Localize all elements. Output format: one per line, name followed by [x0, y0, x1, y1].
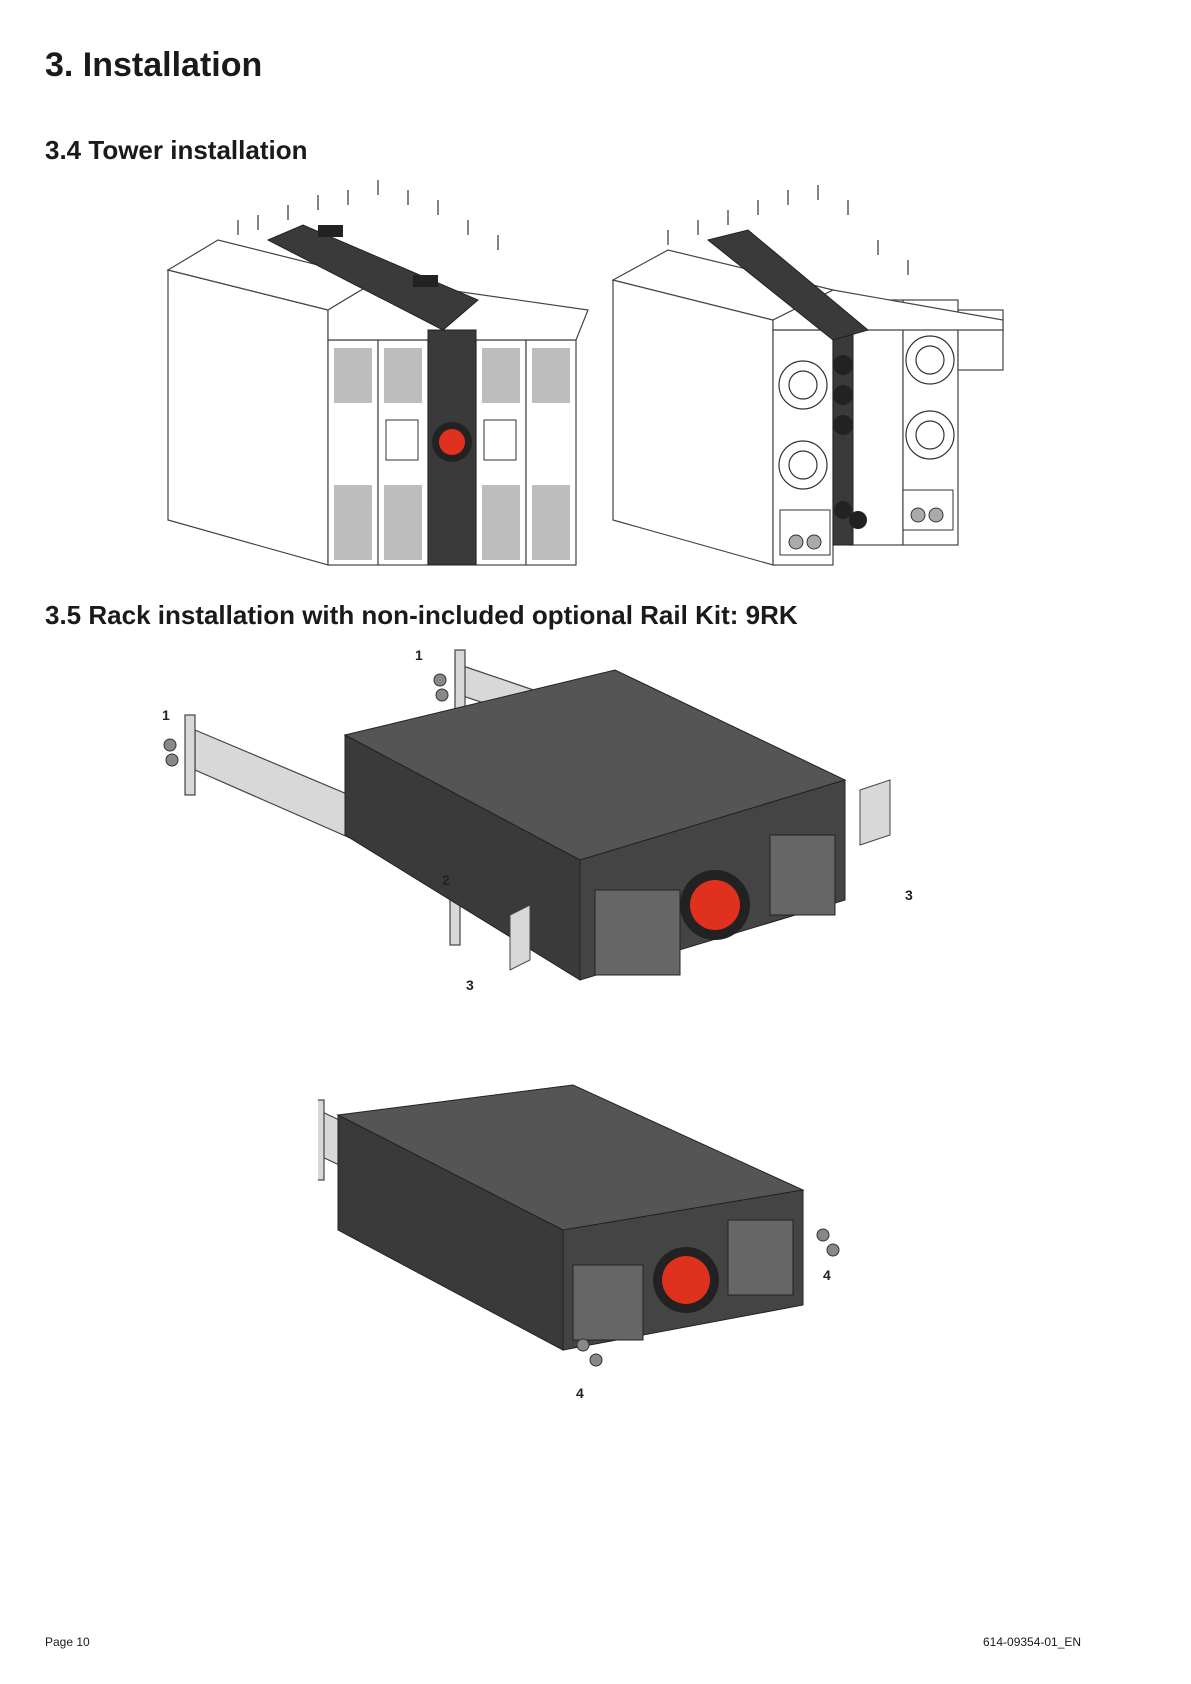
callout-4-right: 4	[823, 1267, 831, 1283]
page-title: 3. Installation	[45, 46, 262, 85]
section-title-rack: 3.5 Rack installation with non-included …	[45, 600, 798, 631]
rack-rail-illustration-2: 4 4	[318, 1080, 938, 1410]
callout-4-left: 4	[576, 1385, 584, 1401]
section-title-tower: 3.4 Tower installation	[45, 135, 307, 166]
callout-3-right: 3	[905, 887, 913, 903]
page-number: Page 10	[45, 1635, 90, 1649]
callout-3-left: 3	[466, 977, 474, 993]
callout-1-right: 1	[415, 647, 423, 663]
tower-front-illustration	[158, 180, 593, 570]
rack-rail-illustration-1: 1 1 2 3 3	[150, 645, 940, 1030]
callout-1-left: 1	[162, 707, 170, 723]
document-id: 614-09354-01_EN	[983, 1635, 1081, 1649]
callout-2: 2	[442, 872, 450, 888]
tower-back-illustration	[608, 180, 1060, 570]
